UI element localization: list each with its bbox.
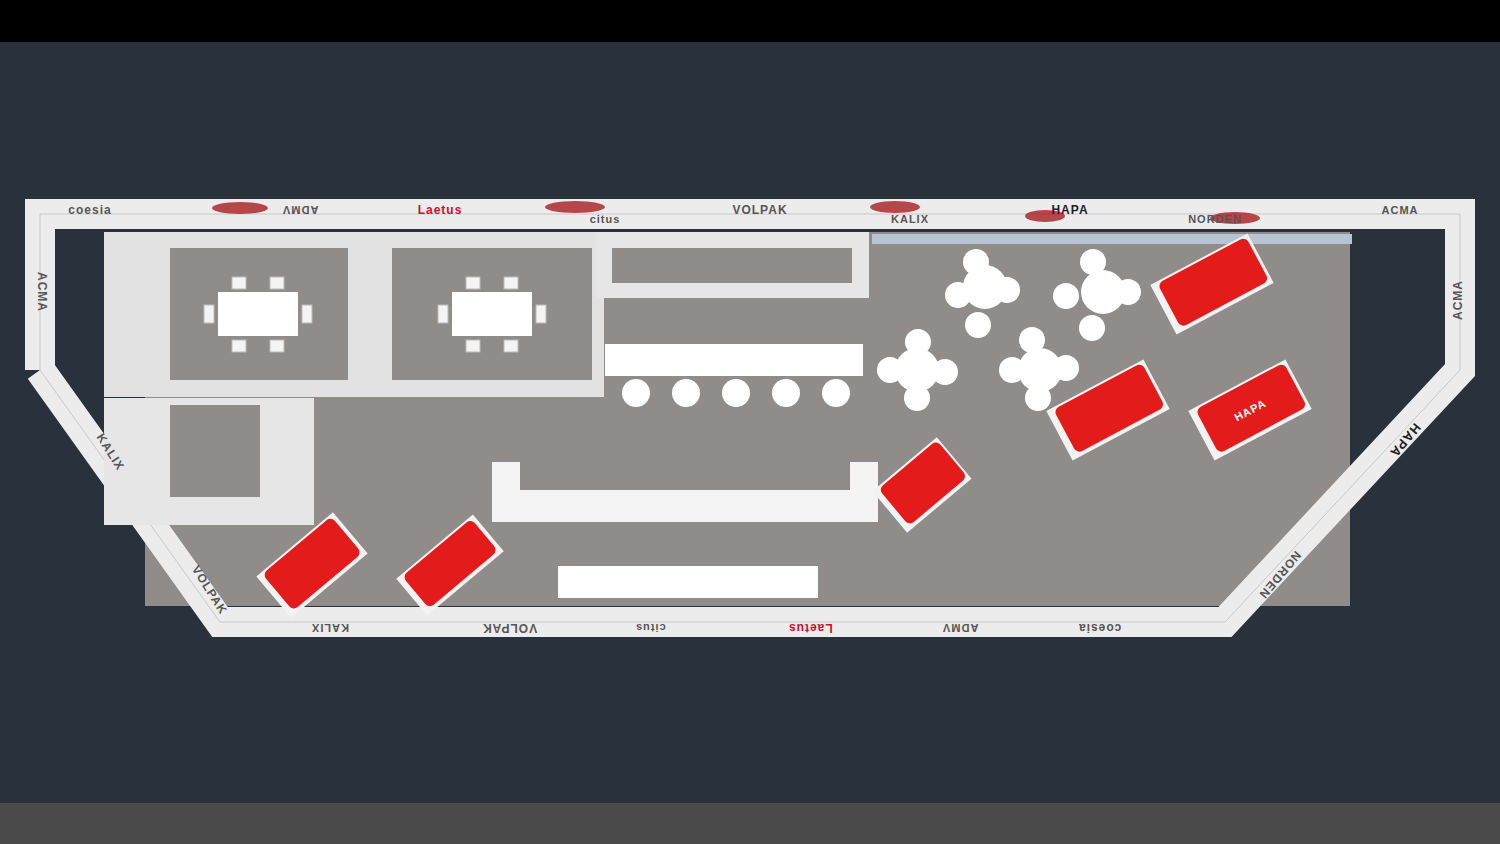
brand-label: KALIX xyxy=(311,621,349,635)
top-bar xyxy=(0,0,1500,42)
bottom-bar xyxy=(0,803,1500,844)
meeting-room xyxy=(104,232,354,397)
brand-label: HAPA xyxy=(1232,396,1269,424)
meeting-room xyxy=(354,232,604,397)
brand-label: ACMA xyxy=(35,272,49,312)
room-floor xyxy=(170,405,260,497)
brand-label: Laetus xyxy=(788,621,833,635)
room-floor xyxy=(170,248,348,380)
brand-label: NORDEN xyxy=(1188,212,1242,226)
counter xyxy=(558,566,818,598)
brand-label: citus xyxy=(635,621,666,635)
storage-room xyxy=(597,232,869,298)
table xyxy=(452,292,532,336)
brand-label: HAPA xyxy=(1387,420,1423,460)
brand-label: VOLPAK xyxy=(189,563,230,617)
brand-label: NORDEN xyxy=(1256,548,1304,601)
brand-label: KALIX xyxy=(93,431,127,473)
brand-label: ADMV xyxy=(282,203,318,217)
wall-edge xyxy=(40,214,1460,622)
brand-label: VOLPAK xyxy=(732,203,787,217)
brand-label: KALIX xyxy=(891,212,929,226)
table xyxy=(218,292,298,336)
display-unit xyxy=(256,233,1311,617)
brand-label: ACMA xyxy=(1451,280,1465,320)
brand-label: ADMV xyxy=(942,621,978,635)
room-floor xyxy=(392,248,592,380)
storage-room xyxy=(104,398,314,525)
brand-label: HAPA xyxy=(1051,203,1088,217)
booth-wall xyxy=(40,214,1460,622)
bar-counter xyxy=(605,344,863,376)
wall-graphic xyxy=(872,234,1352,244)
brand-label: VOLPAK xyxy=(482,621,537,635)
brand-label: citus xyxy=(590,212,621,226)
brand-label: Laetus xyxy=(418,203,463,217)
brand-label: coesia xyxy=(68,203,111,217)
room-floor xyxy=(612,248,852,283)
counter xyxy=(492,462,878,522)
brand-label: ACMA xyxy=(1382,203,1419,217)
brand-label: coesia xyxy=(1078,621,1121,635)
